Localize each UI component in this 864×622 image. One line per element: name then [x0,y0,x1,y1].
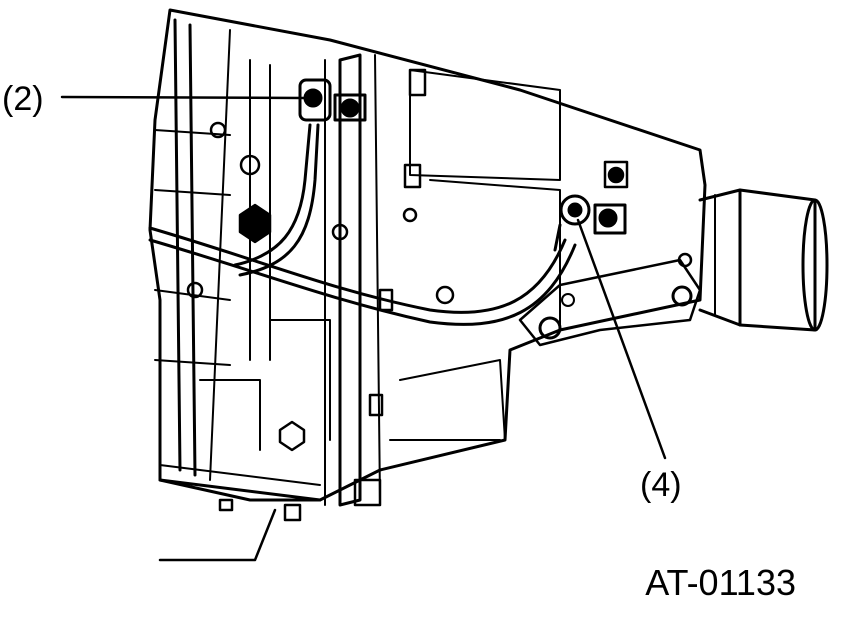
bracket [518,258,702,347]
extension-housing [698,188,829,332]
harness-2 [233,123,320,277]
leader-line-4 [576,218,667,460]
callout-2-label: (2) [2,80,44,118]
leader-lines [60,95,667,562]
callout-4-label: (4) [640,466,682,504]
figure-code: AT-01133 [645,562,796,603]
bolts [186,68,693,522]
connector-2 [298,78,367,122]
connector-4 [553,194,627,252]
leader-line-2 [60,95,307,100]
transmission-case [148,8,707,507]
leader-line-bottom [158,508,277,562]
pipe [148,226,577,326]
